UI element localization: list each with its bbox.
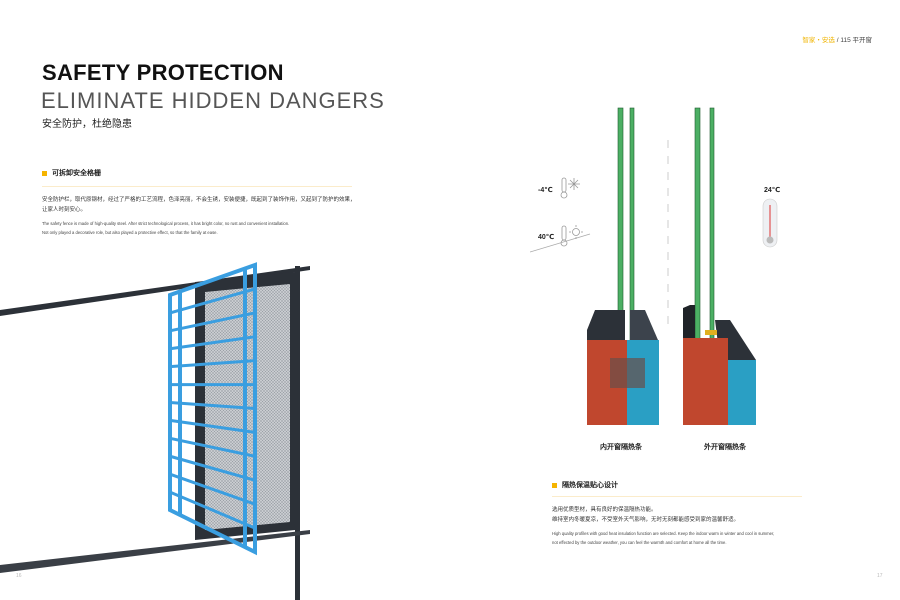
grille-bar [169,401,256,410]
en-line: Not only played a decorative role, but a… [42,230,218,235]
breadcrumb: 智家・安选 / 115 平开窗 [802,34,872,44]
divider [552,496,802,497]
temp-cold: -4℃ [538,187,553,194]
page-tagline: 安全防护，杜绝隐患 [42,119,132,130]
page-title: SAFETY PROTECTION [42,60,284,85]
window-grille-illustration [0,262,310,600]
section-text-insulation: 选用优质型材，具有良好的保温隔热功能。 维持室内冬暖夏凉，不受室外天气影响，无时… [552,505,774,547]
zh-line: 让家人时刻安心。 [42,207,87,213]
temp-indoor: 24℃ [764,187,781,194]
zh-line: 安全防护栏，取代原钢材，经过了严格的工艺流程，色泽亮丽，不会生锈，安装便捷，既起… [42,197,356,203]
en-line: not effected by the outdoor weather, you… [552,540,727,545]
en-line: The safety fence is made of high-quality… [42,221,290,226]
bullet-square-icon [552,482,557,488]
window-frame-mullion [295,266,300,600]
page-subtitle: ELIMINATE HIDDEN DANGERS [41,88,385,113]
grille-bar [169,311,256,333]
breadcrumb-brand[interactable]: 智家・安选 [802,37,835,44]
grille-bar [169,454,256,482]
zh-line: 维持室内冬暖夏凉，不受室外天气影响，无时无刻都能感受到家的温馨舒适。 [552,517,740,523]
thermometer-sun-icon [560,225,583,247]
grille-bar [169,335,256,351]
grille-bar [169,436,256,458]
grille-bar [169,287,256,315]
section-heading-grille: 可拆卸安全格栅 [42,168,101,178]
zh-line: 选用优质型材，具有良好的保温隔热功能。 [552,507,657,513]
grille-bar [169,418,256,434]
profile-inward-opening [587,310,659,425]
section-en-text: The safety fence is made of high-quality… [42,219,356,237]
temp-hot: 40℃ [538,234,555,241]
section-zh-text: 安全防护栏，取代原钢材，经过了严格的工艺流程，色泽亮丽，不会生锈，安装便捷，既起… [42,195,356,215]
section-en-text: High quality profiles with good heat ins… [552,529,774,547]
thermometer-snow-icon [560,177,580,199]
profile-label-outward: 外开窗隔热条 [704,444,746,451]
grille-bar [169,359,256,369]
grille-bar [169,490,256,530]
page-number-right: 17 [877,573,883,579]
breadcrumb-product: 115 平开窗 [840,37,872,44]
section-heading-text: 可拆卸安全格栅 [52,170,101,177]
profile-diagram [530,107,778,425]
window-frame-bottom [0,530,310,573]
breadcrumb-separator: / [834,37,841,44]
profile-outward-opening [683,305,756,425]
section-text-grille: 安全防护栏，取代原钢材，经过了严格的工艺流程，色泽亮丽，不会生锈，安装便捷，既起… [42,195,356,237]
grille-bar [169,472,256,506]
bullet-square-icon [42,170,47,176]
section-heading-text: 隔热保温贴心设计 [562,482,618,489]
divider [42,186,352,187]
section-zh-text: 选用优质型材，具有良好的保温隔热功能。 维持室内冬暖夏凉，不受室外天气影响，无时… [552,505,774,525]
thermometer-indoor-icon [762,198,778,248]
section-heading-insulation: 隔热保温贴心设计 [552,480,618,490]
profile-label-inward: 内开窗隔热条 [600,444,642,451]
en-line: High quality profiles with good heat ins… [552,531,775,536]
page-number-left: 16 [16,573,22,579]
divider-diagonal [530,233,591,253]
